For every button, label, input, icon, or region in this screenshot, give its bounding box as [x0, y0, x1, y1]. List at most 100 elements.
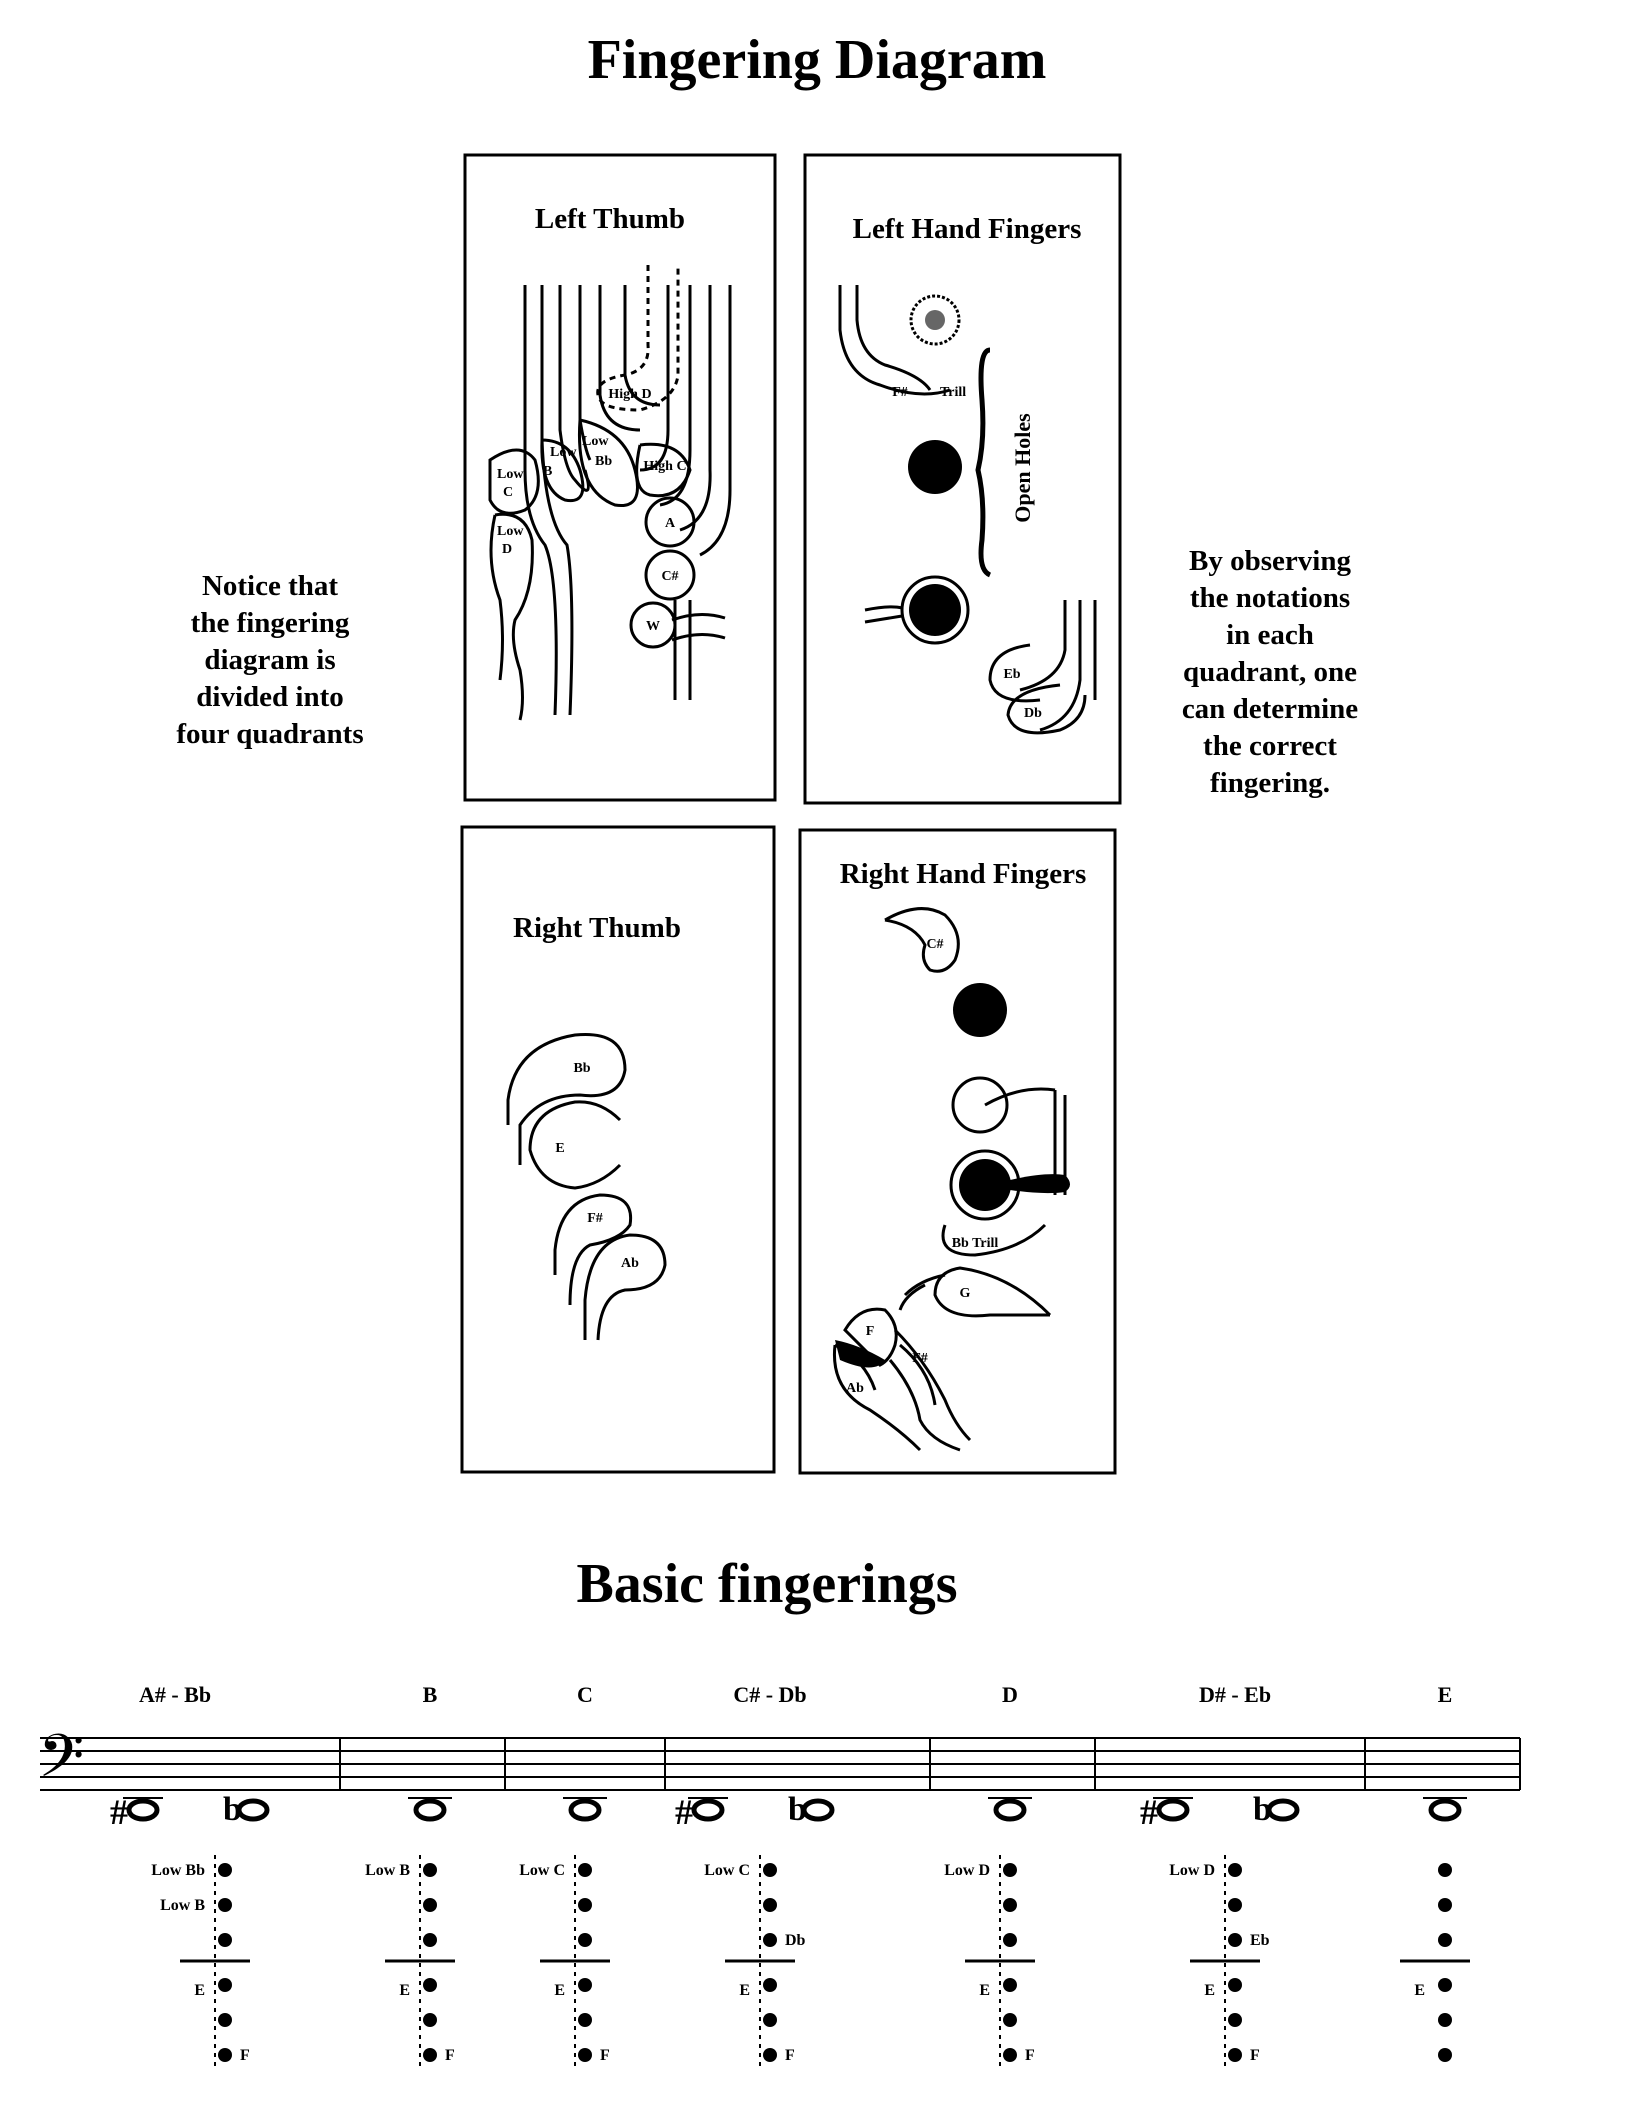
- fingering-key-label: Low D: [944, 1862, 990, 1879]
- page-title: Fingering Diagram: [587, 29, 1047, 91]
- quadrant-frame: [798, 828, 1117, 1475]
- finger-dot-icon: [218, 1863, 232, 1877]
- key-stem: [1010, 1174, 1070, 1194]
- high-c-key: [635, 442, 692, 498]
- f-sharp-key-label: F#: [892, 385, 908, 400]
- whole-note-icon: [993, 1798, 1027, 1822]
- quadrant-title: Right Thumb: [513, 912, 681, 944]
- note-right-line: fingering.: [1209, 767, 1331, 799]
- finger-dot-icon: [1438, 1898, 1452, 1912]
- note-name-label: C# - Db: [733, 1682, 806, 1707]
- finger-dot-icon: [423, 1898, 437, 1912]
- quadrant-right-thumb: Right Thumb Bb E F# Ab: [460, 825, 776, 1474]
- key-stem: [898, 1273, 946, 1311]
- quadrant-frame: [463, 153, 777, 802]
- open-hole-icon: [908, 440, 962, 494]
- bb-key-label: Bb: [573, 1061, 590, 1076]
- finger-dot-icon: [218, 1933, 232, 1947]
- c-sharp-key-label: C#: [661, 569, 678, 584]
- low-c-key-label: C: [503, 485, 513, 500]
- finger-dot-icon: [423, 2048, 437, 2062]
- finger-dot-icon: [763, 2048, 777, 2062]
- fingering-key-label: F: [445, 2047, 455, 2064]
- open-holes-label: Open Holes: [1010, 413, 1035, 523]
- open-hole-icon: [909, 584, 961, 636]
- finger-dot-icon: [1003, 1933, 1017, 1947]
- g-key-label: G: [960, 1286, 971, 1301]
- note-right-line: the correct: [1203, 730, 1337, 762]
- key-stem: [1019, 600, 1097, 732]
- low-d-key-label: Low: [497, 524, 524, 539]
- fingering-key-label: F: [785, 2047, 795, 2064]
- f-sharp-key-label: F#: [912, 1351, 928, 1366]
- low-bb-key-label: Low: [582, 434, 609, 449]
- finger-dot-icon: [1438, 1933, 1452, 1947]
- finger-dot-icon: [763, 2013, 777, 2027]
- finger-dot-icon: [218, 2048, 232, 2062]
- trill-key-label: Trill: [940, 385, 966, 400]
- sharp-icon: #: [1140, 1792, 1158, 1832]
- note-right-line: By observing: [1189, 545, 1351, 577]
- f-sharp-key: [553, 1193, 633, 1306]
- finger-dot-icon: [763, 1863, 777, 1877]
- high-d-key-outline: [596, 265, 680, 412]
- whole-note-icon: [1428, 1798, 1462, 1822]
- finger-dot-icon: [1438, 1863, 1452, 1877]
- open-tone-hole-icon: [951, 1076, 1009, 1134]
- tone-hole-icon: [953, 983, 1007, 1037]
- ab-key-label: Ab: [846, 1381, 864, 1396]
- finger-dot-icon: [1228, 2013, 1242, 2027]
- low-d-key-label: D: [502, 542, 512, 557]
- bass-clef-icon: 𝄢: [38, 1724, 84, 1804]
- open-hole-ring-icon: [900, 575, 970, 645]
- key-stem: [864, 605, 903, 624]
- fingering-key-label: E: [1414, 1982, 1425, 1999]
- note-right-line: the notations: [1189, 582, 1351, 614]
- quadrant-frame: [803, 153, 1122, 805]
- quadrant-title: Right Hand Fingers: [840, 858, 1087, 890]
- sharp-icon: #: [675, 1792, 693, 1832]
- f-sharp-key-label: F#: [587, 1211, 603, 1226]
- finger-dot-icon: [423, 2013, 437, 2027]
- note-left-line: the fingering: [190, 607, 350, 639]
- bb-trill-key: [941, 1223, 1047, 1257]
- low-c-key: [488, 448, 540, 515]
- finger-dot-icon: [1438, 2013, 1452, 2027]
- finger-dot-icon: [423, 1978, 437, 1992]
- octave-vent-icon: [925, 310, 945, 330]
- db-key: [1006, 683, 1087, 735]
- finger-dot-icon: [763, 1898, 777, 1912]
- g-key: [933, 1266, 1052, 1318]
- ab-pad-icon: [835, 1340, 885, 1368]
- fingering-key-label: E: [554, 1982, 565, 1999]
- f-key: [843, 1307, 898, 1367]
- quadrant-right-hand: Right Hand Fingers C# Bb Trill G F F# Ab: [798, 828, 1117, 1475]
- fingering-key-label: E: [739, 1982, 750, 1999]
- whole-note-icon: [413, 1798, 447, 1822]
- finger-dot-icon: [1228, 1978, 1242, 1992]
- note-left: Notice that the fingering diagram is div…: [150, 568, 390, 753]
- ab-key: [832, 1343, 922, 1452]
- f-sharp-key: [888, 1328, 972, 1452]
- finger-dot-icon: [1003, 1863, 1017, 1877]
- note-right: By observing the notations in each quadr…: [1150, 543, 1390, 802]
- fingering-key-label: E: [979, 1982, 990, 1999]
- note-right-line: can determine: [1181, 693, 1359, 725]
- finger-dot-icon: [1438, 2048, 1452, 2062]
- finger-dot-icon: [578, 2013, 592, 2027]
- eb-key-label: Eb: [1003, 667, 1020, 682]
- finger-dot-icon: [218, 2013, 232, 2027]
- whole-note-icon: [568, 1798, 602, 1822]
- low-b-key: [540, 438, 585, 503]
- fingering-key-label: Low D: [1169, 1862, 1215, 1879]
- bb-key: [506, 1032, 627, 1165]
- whole-note-icon: [1156, 1798, 1190, 1822]
- key-stem: [523, 285, 558, 716]
- a-key: [644, 496, 696, 548]
- finger-dot-icon: [1003, 1898, 1017, 1912]
- low-b-key-label: Low: [550, 445, 577, 460]
- e-key-label: E: [555, 1141, 564, 1156]
- a-key-label: A: [665, 516, 676, 531]
- finger-dot-icon: [763, 1978, 777, 1992]
